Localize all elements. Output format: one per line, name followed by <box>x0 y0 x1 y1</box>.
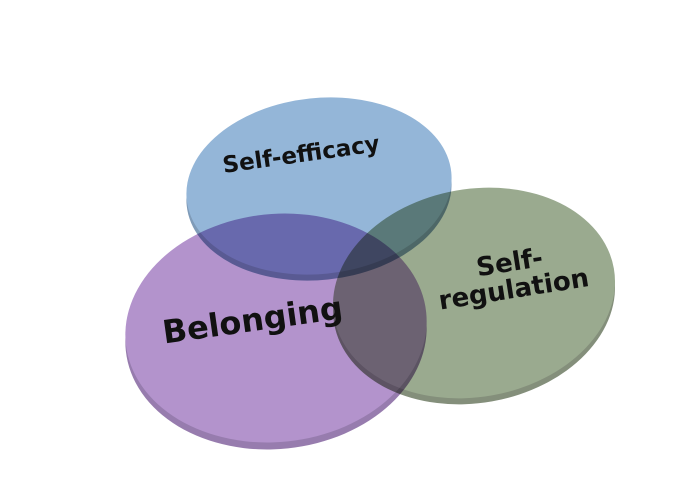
circle-belonging <box>125 213 427 450</box>
